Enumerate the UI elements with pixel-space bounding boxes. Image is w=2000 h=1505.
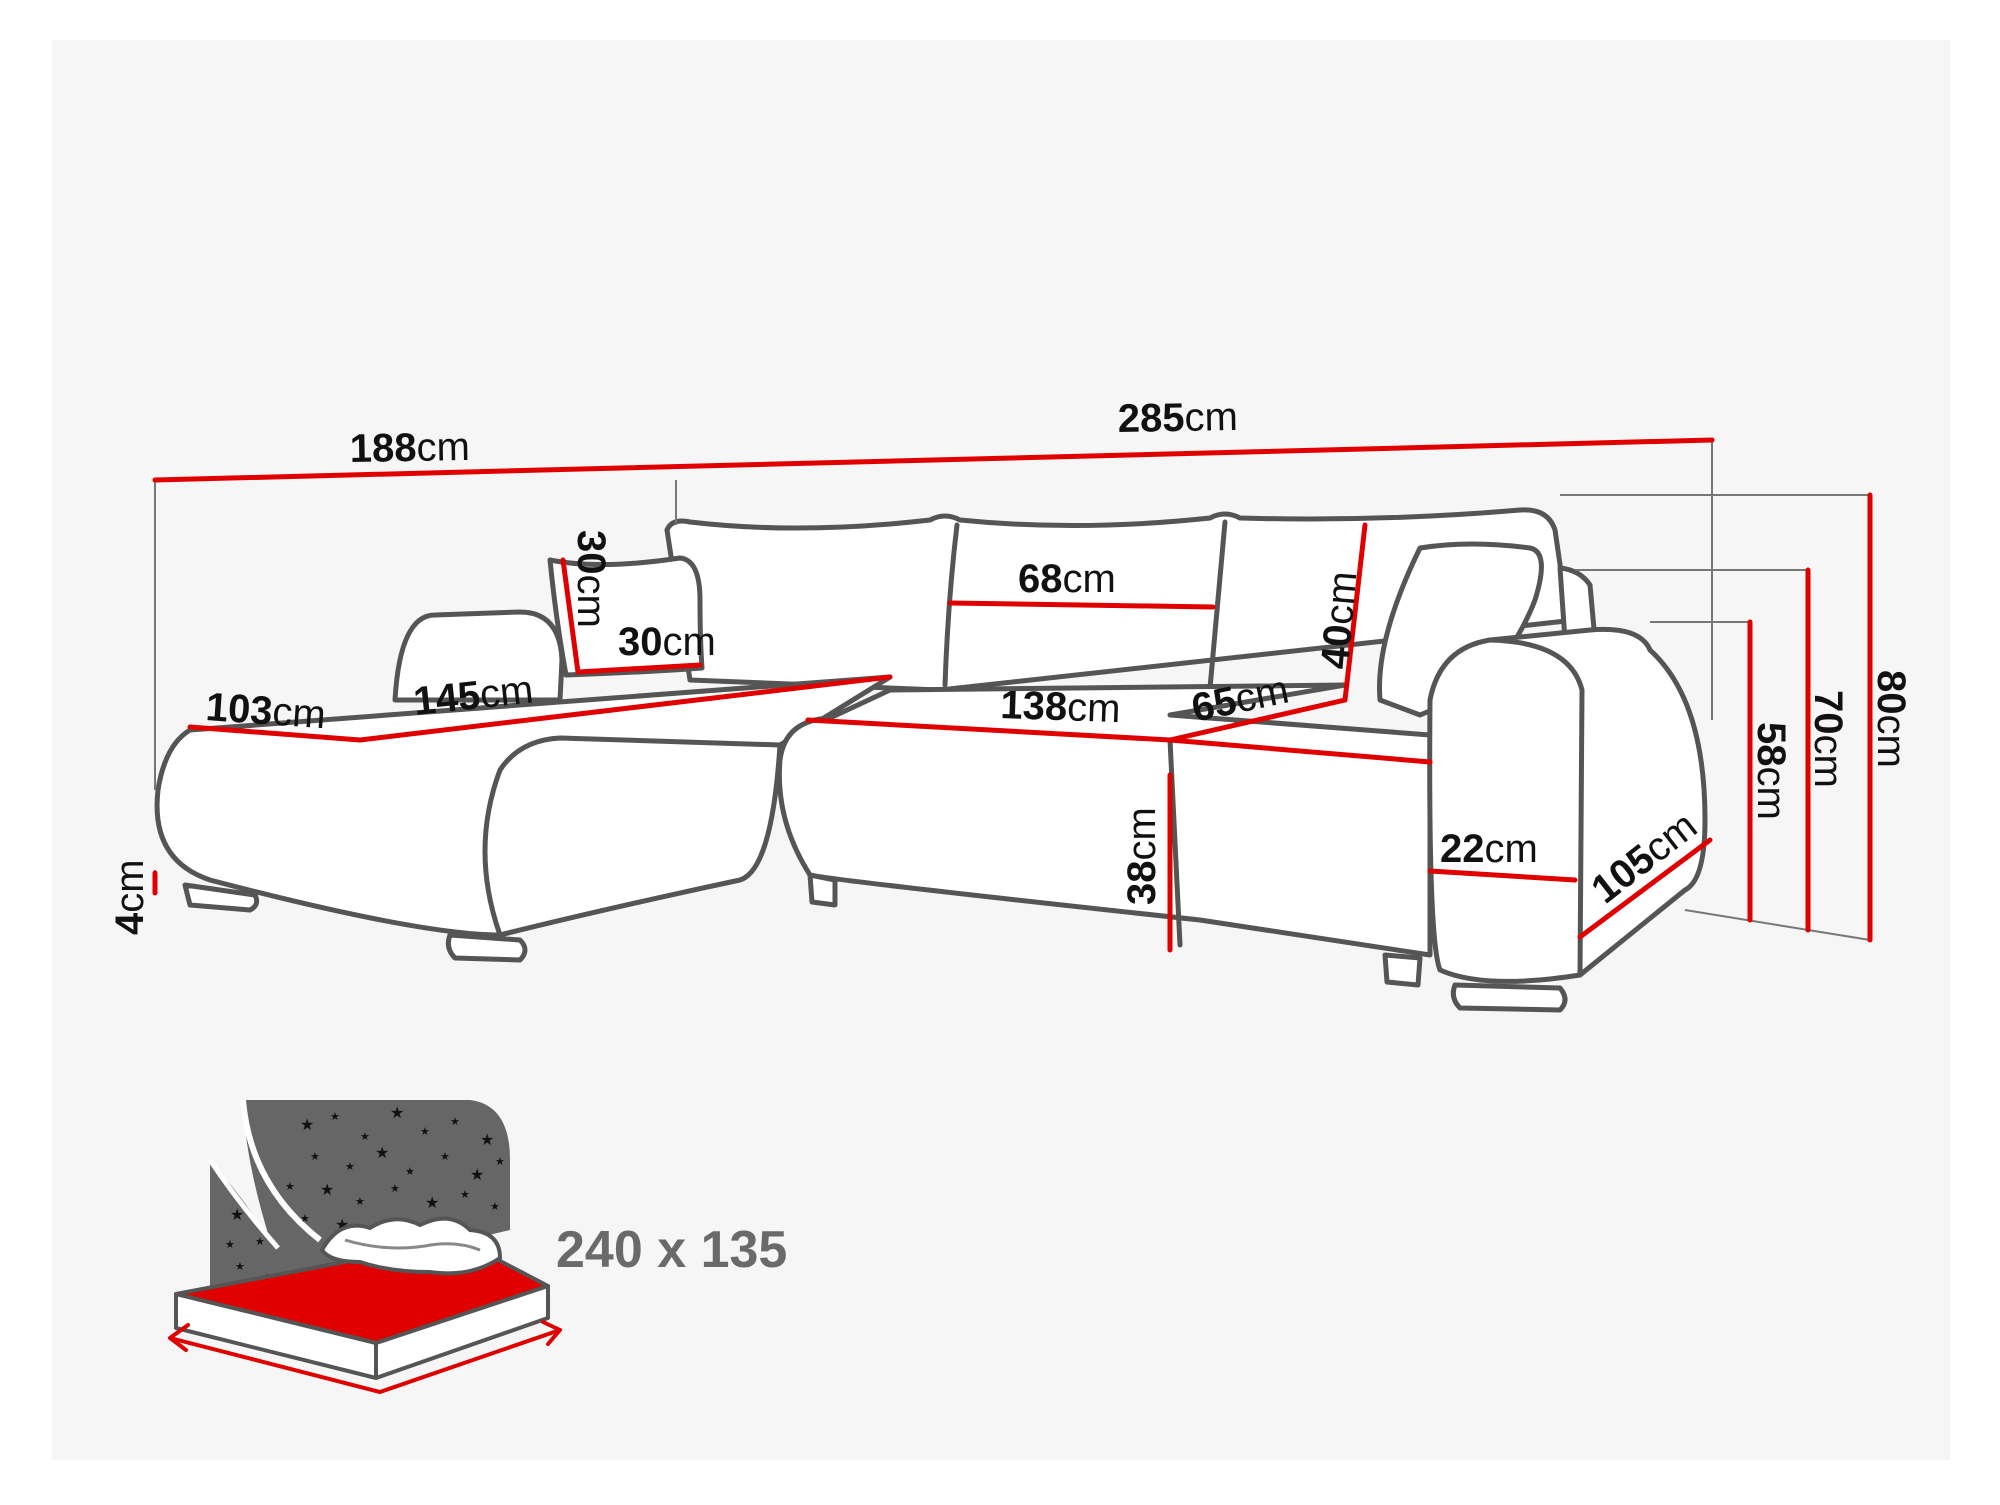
star-icon: ★: [495, 1156, 505, 1168]
star-icon: ★: [225, 1239, 235, 1251]
label-total-width-left: 188cm: [349, 425, 470, 471]
label-seat-depth: 65cm: [1188, 667, 1293, 730]
label-total-width-right: 285cm: [1117, 395, 1238, 441]
label-leg-height: 4cm: [108, 859, 152, 935]
arrow-head-right: [541, 1320, 562, 1346]
blanket: [319, 1216, 503, 1276]
star-icon: ★: [285, 1181, 295, 1193]
blanket-fold: [344, 1238, 481, 1252]
small-pillow: [547, 555, 705, 678]
star-icon: ★: [300, 1117, 314, 1134]
label-back-height: 70cm: [1806, 690, 1850, 788]
sleeping-bed-icon: ★★★★★★★★★★★★★★★★★★★★★★★★★★★★ 240 x 135: [168, 1099, 787, 1395]
star-icon: ★: [425, 1195, 439, 1212]
dim-line-seat-depth: [1167, 697, 1348, 743]
star-icon: ★: [310, 1151, 320, 1163]
label-pillow-width: 30cm: [618, 620, 716, 664]
dim-line-chaise-length: [357, 674, 893, 743]
bed-length-arrow: [169, 1328, 561, 1395]
leg-right-middle: [1382, 952, 1423, 988]
label-total-height: 80cm: [1869, 670, 1913, 768]
star-icon: ★: [405, 1166, 415, 1178]
dim-line-chaise-depth: [187, 724, 363, 743]
dim-line-pillow-height: [560, 557, 581, 675]
star-icon: ★: [230, 1207, 244, 1224]
dim-line-pillow-width: [575, 662, 703, 675]
star-icon: ★: [255, 1236, 265, 1248]
sky-curve: [240, 1099, 322, 1243]
star-icon: ★: [470, 1167, 484, 1184]
leg-right-front: [1450, 982, 1568, 1013]
corner-sofa-drawing: [154, 507, 1708, 1013]
star-icon: ★: [460, 1189, 470, 1201]
stars: ★★★★★★★★★★★★★★★★★★★★★★★★★★★★: [225, 1105, 505, 1289]
bed-size-label: 240 x 135: [556, 1221, 787, 1279]
leg-middle: [807, 872, 838, 908]
mattress-front: [374, 1284, 550, 1380]
arrow-head-left: [168, 1323, 190, 1352]
large-pillow: [1377, 541, 1544, 718]
dim-line-armrest-width: [1427, 868, 1578, 883]
star-icon: ★: [345, 1161, 355, 1173]
chaise-front-curve: [482, 735, 783, 938]
dimension-lines: [152, 437, 1873, 953]
label-seat-height: 38cm: [1120, 807, 1164, 905]
dim-line-backrest-height: [1342, 522, 1368, 703]
dim-line-backrest-width: [947, 600, 1216, 610]
star-icon: ★: [330, 1111, 340, 1123]
label-chaise-length: 145cm: [411, 668, 535, 724]
star-icon: ★: [450, 1116, 460, 1128]
right-armrest-front: [1487, 637, 1585, 978]
backrest-outline: [664, 507, 1578, 693]
dim-line-side-depth: [1577, 837, 1713, 940]
starry-sky-icon: [210, 1100, 510, 1300]
star-icon: ★: [320, 1182, 334, 1199]
label-backrest-height: 40cm: [1313, 569, 1365, 670]
star-icon: ★: [390, 1183, 400, 1195]
star-icon: ★: [440, 1151, 450, 1163]
star-icon: ★: [390, 1105, 404, 1122]
dim-line-seat-length: [805, 717, 1173, 743]
label-backrest-width: 68cm: [1018, 557, 1116, 601]
label-seat-length: 138cm: [1000, 683, 1122, 731]
star-icon: ★: [420, 1126, 430, 1138]
dim-line-total-width: [152, 437, 1715, 483]
star-icon: ★: [355, 1196, 365, 1208]
star-icon: ★: [490, 1201, 500, 1213]
star-icon: ★: [480, 1132, 494, 1149]
dimension-labels: 188cm 285cm 30cm 30cm 68cm 40cm 103cm 14…: [108, 395, 1913, 935]
sky-curve-inner: [207, 1158, 280, 1250]
label-pillow-height: 30cm: [569, 530, 613, 628]
label-chaise-depth: 103cm: [204, 685, 327, 737]
star-icon: ★: [300, 1213, 310, 1225]
back-cushion-seam-2: [1207, 519, 1228, 691]
star-icon: ★: [360, 1131, 370, 1143]
star-icon: ★: [235, 1261, 245, 1273]
label-armrest-height: 58cm: [1749, 722, 1793, 820]
dim-line-seat-front: [1167, 737, 1433, 765]
leg-left-front: [445, 932, 528, 963]
leg-left-back: [182, 882, 260, 913]
label-armrest-width: 22cm: [1440, 827, 1538, 871]
star-icon: ★: [375, 1145, 389, 1162]
